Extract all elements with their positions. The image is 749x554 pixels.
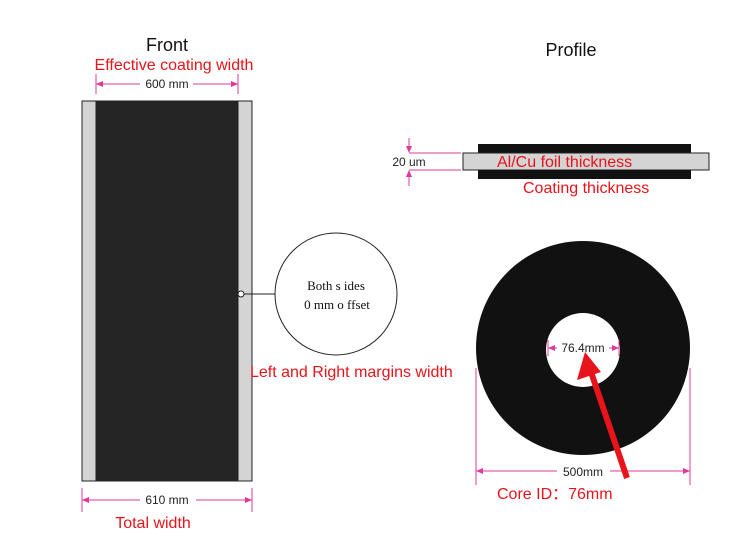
outer-diameter-value: 500mm (563, 465, 603, 479)
foil-thickness-label: Al/Cu foil thickness (497, 154, 632, 171)
right-margin (237, 100, 253, 482)
effective-width-dimension: 600 mm (95, 74, 239, 94)
effective-width-value: 600 mm (145, 77, 188, 91)
outer-diameter-dimension: 500mm (475, 368, 691, 485)
top-coating-layer (478, 144, 691, 153)
left-margin (81, 100, 97, 482)
total-width-label: Total width (115, 515, 191, 532)
effective-coating-width-label: Effective coating width (95, 57, 254, 74)
profile-view: Profile 20 um Al/Cu foil thickness Coati… (392, 40, 710, 197)
inner-diameter-value: 76.4mm (561, 341, 604, 355)
inner-diameter-dimension: 76.4mm (547, 340, 620, 356)
callout-circle (274, 232, 398, 356)
roll-view: 76.4mm 500mm Core ID：76mm (475, 241, 691, 503)
front-view: Front Effective coating width 600 mm 610… (81, 35, 254, 532)
callout-line-1: Both s ides (307, 278, 365, 293)
profile-title: Profile (545, 40, 596, 60)
total-width-dimension: 610 mm (81, 488, 253, 512)
front-title: Front (146, 35, 188, 55)
coating-thickness-label: Coating thickness (523, 180, 649, 197)
coating-area (95, 100, 239, 482)
core-pointer-arrow (577, 352, 630, 479)
thickness-value: 20 um (392, 155, 425, 169)
margins-width-label: Left and Right margins width (250, 364, 453, 381)
core-id-label: Core ID：76mm (497, 486, 613, 503)
callout-anchor-dot (237, 290, 245, 298)
margin-callout: Both s ides 0 mm o ffset Left and Right … (237, 232, 453, 381)
thickness-dimension: 20 um (392, 138, 461, 186)
bottom-coating-layer (478, 170, 691, 179)
roll-core (546, 313, 620, 387)
total-width-value: 610 mm (145, 493, 188, 507)
callout-line-2: 0 mm o ffset (304, 297, 370, 312)
